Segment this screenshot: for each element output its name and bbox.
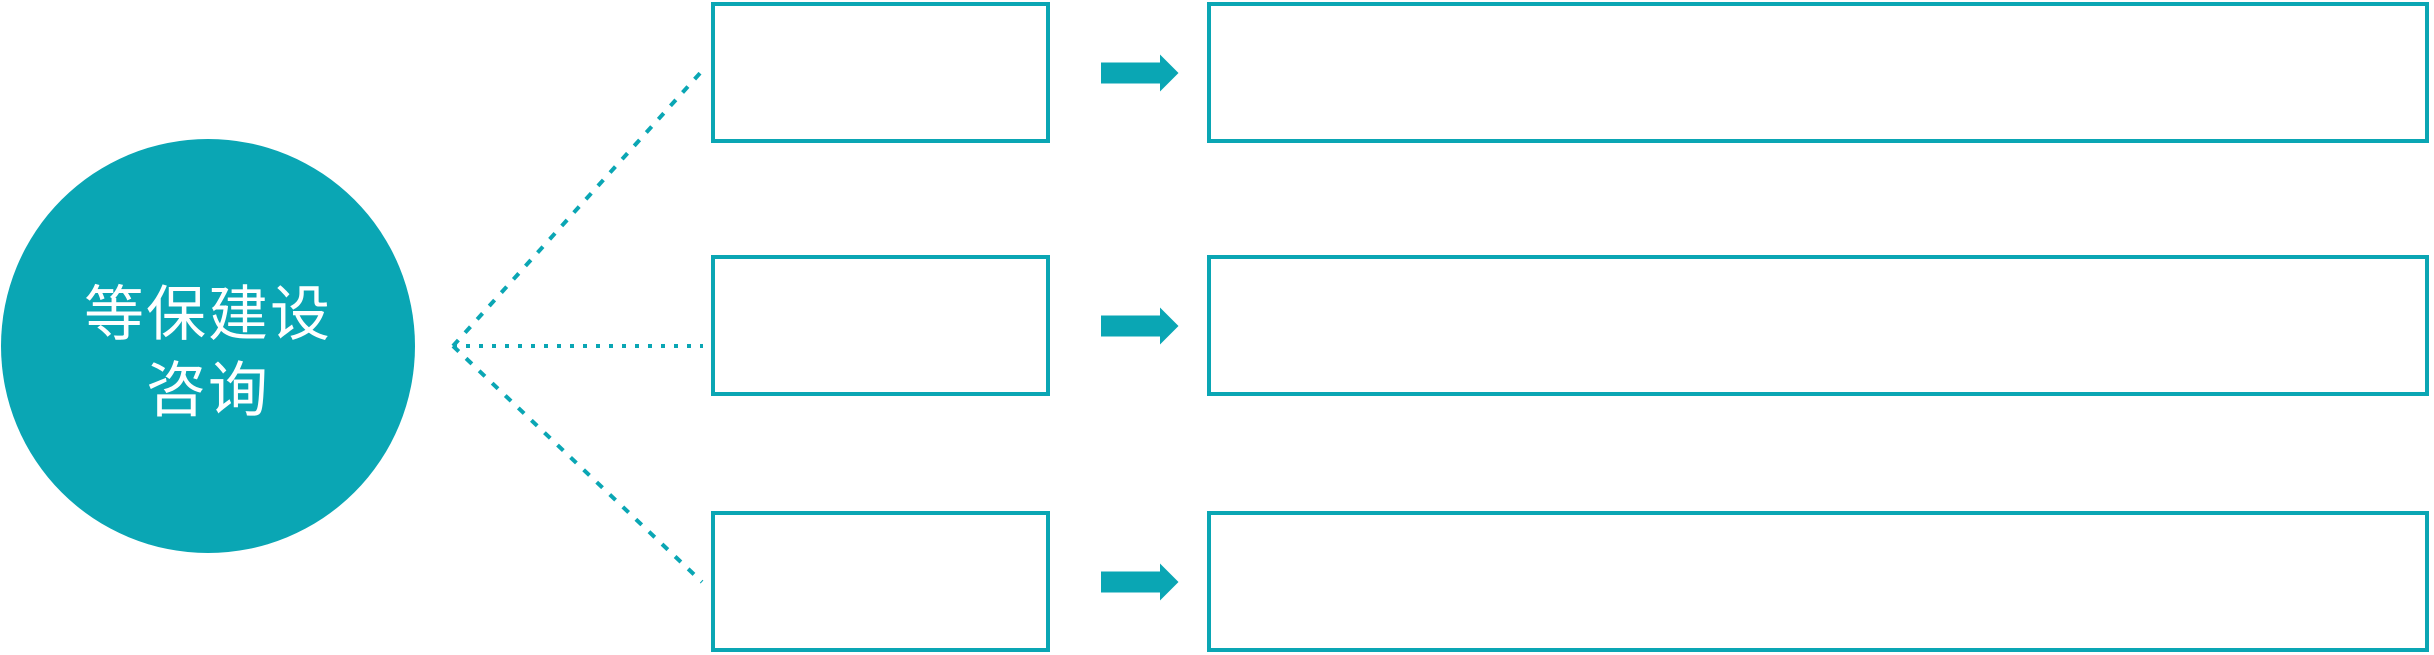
- connector-line-top: [451, 69, 704, 348]
- connector-line-bottom: [451, 344, 704, 584]
- right-block-arrow-icon: [1101, 307, 1179, 345]
- branch-source-box: [711, 511, 1050, 652]
- branch-source-box: [711, 255, 1050, 396]
- right-block-arrow-icon: [1101, 54, 1179, 92]
- branch-target-box: [1207, 255, 2429, 396]
- branch-source-box: [711, 2, 1050, 143]
- branch-target-box: [1207, 2, 2429, 143]
- branch-target-box: [1207, 511, 2429, 652]
- root-node-circle: 等保建设 咨询: [1, 139, 415, 553]
- root-node-label-line1: 等保建设: [84, 281, 332, 348]
- right-block-arrow-icon: [1101, 563, 1179, 601]
- root-node-label-line2: 咨询: [146, 357, 270, 424]
